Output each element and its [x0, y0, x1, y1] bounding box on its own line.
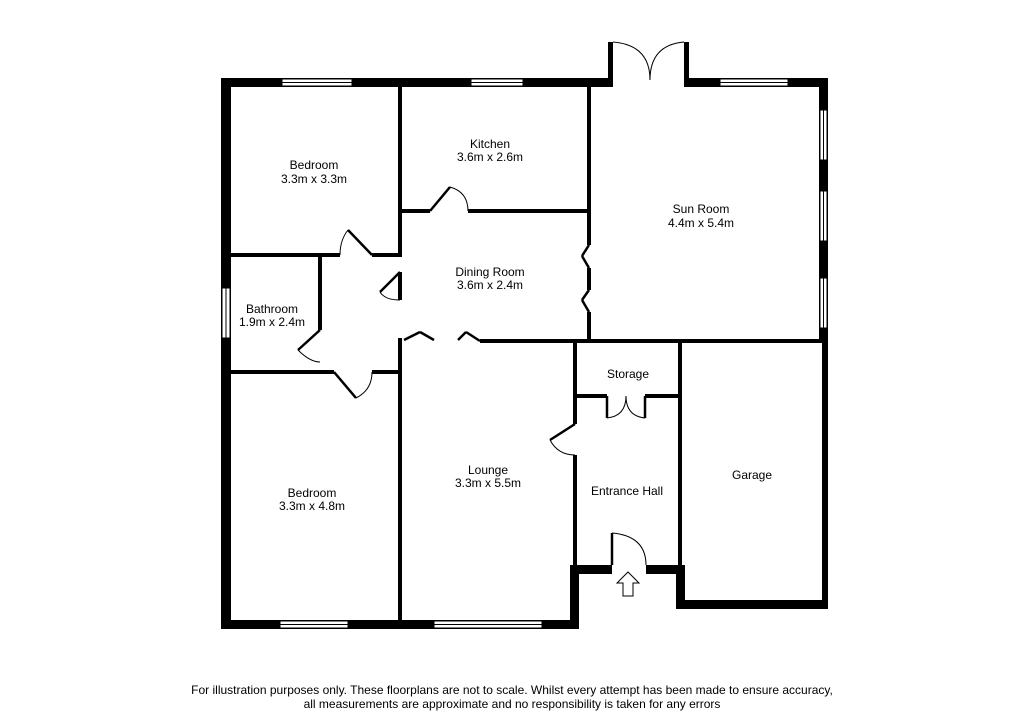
french-door-jamb-left: [608, 42, 613, 87]
room-lounge-name: Lounge: [468, 463, 508, 477]
room-bathroom-name: Bathroom: [246, 302, 298, 316]
left-wall: [221, 78, 231, 629]
window-lounge-bottom: [433, 620, 543, 629]
door-sunroom-double: [580, 244, 591, 313]
disclaimer-line-2: all measurements are approximate and no …: [303, 697, 721, 711]
interior-walls: [231, 87, 822, 620]
room-dining-name: Dining Room: [455, 265, 524, 279]
french-doors-sunroom: [612, 41, 685, 81]
room-entrance-hall-name: Entrance Hall: [591, 484, 663, 498]
entrance-front-right: [646, 565, 685, 574]
door-storage-double: [605, 395, 647, 419]
room-garage-name: Garage: [732, 468, 772, 482]
window-bathroom-left: [221, 287, 231, 339]
window-sunroom-right-2: [819, 190, 828, 242]
door-bathroom: [297, 329, 321, 363]
window-kitchen-top: [470, 78, 524, 87]
exterior-walls: [221, 42, 828, 629]
door-entrance-lounge: [549, 422, 576, 456]
doors: [297, 41, 685, 597]
garage-left-step: [676, 565, 685, 609]
door-front-entrance: [610, 532, 647, 566]
room-lounge-size: 3.3m x 5.5m: [455, 476, 521, 490]
entrance-front-left: [570, 565, 612, 574]
window-sunroom-right-3: [819, 277, 828, 329]
windows: [221, 78, 828, 629]
room-bedroom2-name: Bedroom: [288, 486, 337, 500]
room-bedroom1-size: 3.3m x 3.3m: [281, 172, 347, 186]
room-labels: Bedroom 3.3m x 3.3m Kitchen 3.6m x 2.6m …: [239, 137, 772, 513]
room-sunroom-size: 4.4m x 5.4m: [668, 216, 734, 230]
lounge-step-right: [570, 565, 579, 629]
room-kitchen-size: 3.6m x 2.6m: [457, 150, 523, 164]
disclaimer: For illustration purposes only. These fl…: [0, 683, 1024, 711]
door-kitchen: [429, 186, 469, 212]
window-bedroom-bottom: [279, 620, 349, 629]
window-bedroom-top: [281, 78, 353, 87]
disclaimer-line-1: For illustration purposes only. These fl…: [191, 683, 833, 697]
room-dining-size: 3.6m x 2.4m: [457, 278, 523, 292]
right-wall-lower: [822, 336, 828, 609]
door-bedroom2: [333, 371, 373, 399]
bottom-wall: [221, 620, 579, 629]
room-bedroom2-size: 3.3m x 4.8m: [279, 499, 345, 513]
window-sunroom-top: [719, 78, 789, 87]
room-bathroom-size: 1.9m x 2.4m: [239, 315, 305, 329]
floor-plan: Bedroom 3.3m x 3.3m Kitchen 3.6m x 2.6m …: [221, 41, 828, 629]
garage-bottom-wall: [676, 600, 828, 609]
entrance-arrow-icon: [615, 571, 641, 597]
room-bedroom1-name: Bedroom: [290, 158, 339, 172]
door-dining-hall: [379, 271, 401, 301]
door-lounge-double: [403, 330, 481, 343]
french-door-jamb-right: [684, 42, 689, 87]
top-wall-left: [221, 78, 613, 87]
room-kitchen-name: Kitchen: [470, 137, 510, 151]
door-bedroom1: [339, 229, 373, 256]
window-sunroom-right-1: [819, 109, 828, 161]
room-storage-name: Storage: [607, 367, 649, 381]
room-sunroom-name: Sun Room: [673, 202, 730, 216]
